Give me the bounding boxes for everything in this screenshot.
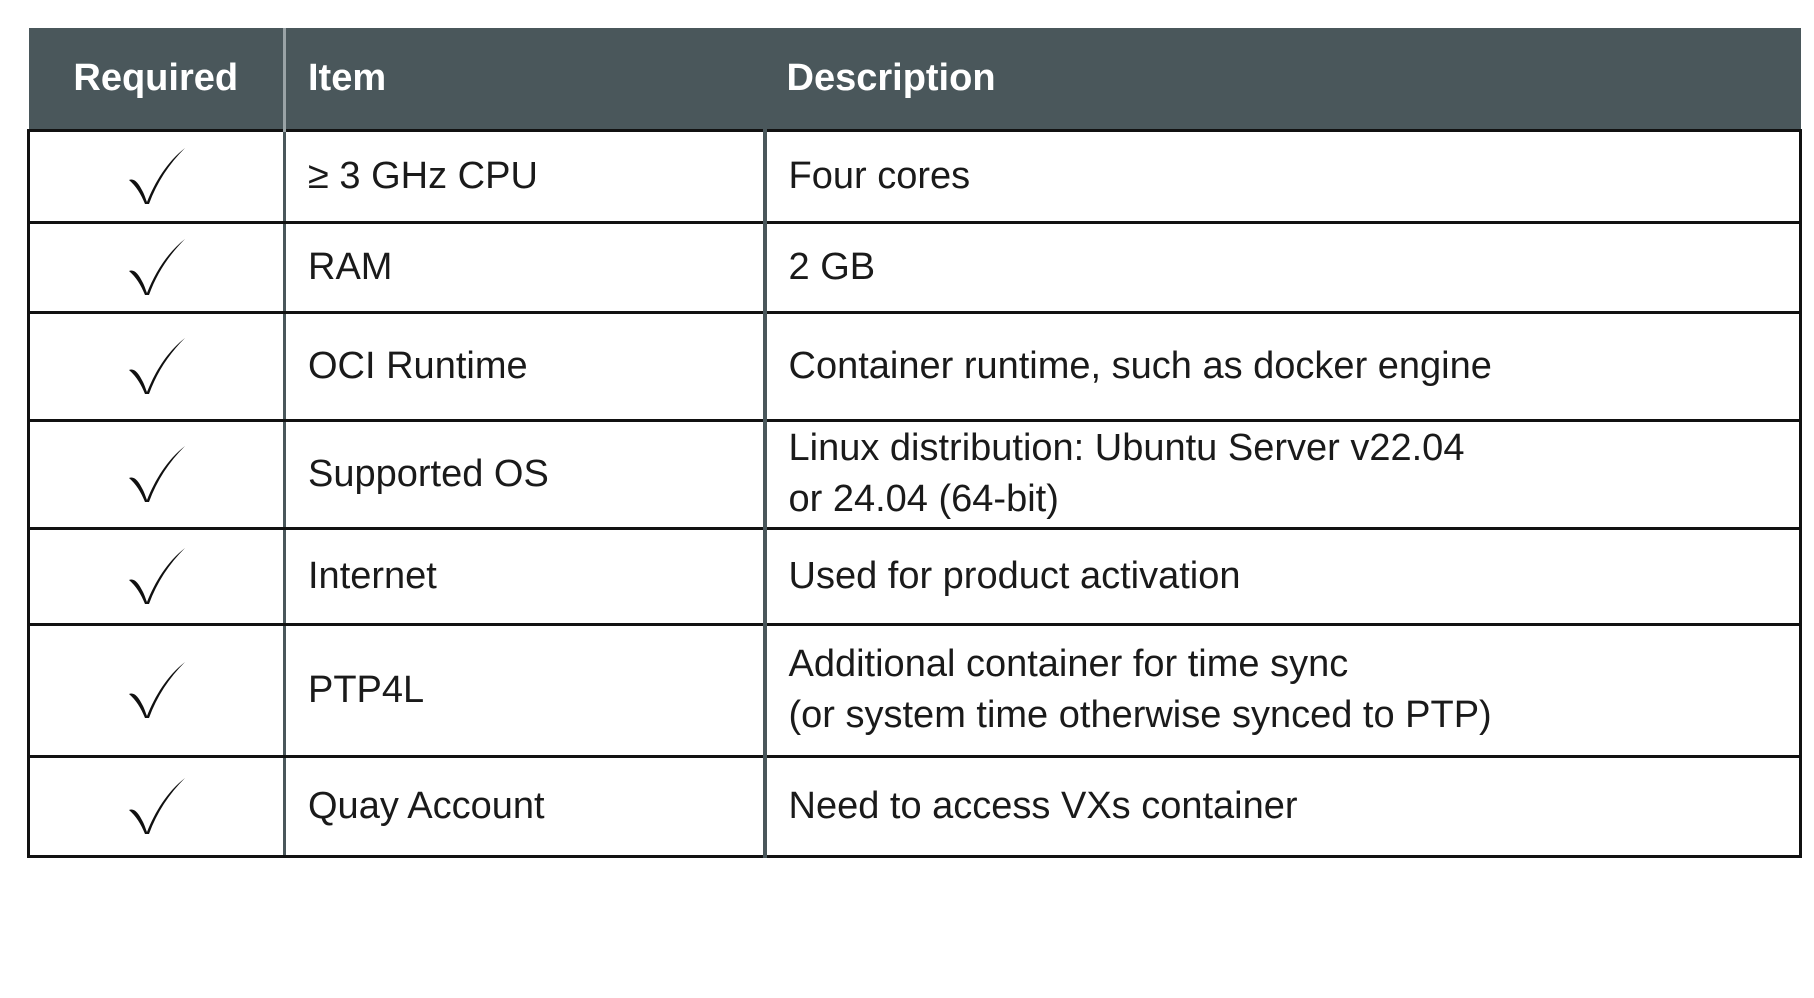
checkmark-icon [125, 776, 189, 836]
required-cell [27, 220, 286, 314]
description-cell: 2 GB [763, 220, 1802, 314]
checkmark-icon [125, 336, 189, 396]
description-line: Additional container for time sync [788, 643, 1349, 685]
column-header-description: Description [764, 28, 1801, 130]
table-row: RAM 2 GB [27, 220, 1802, 314]
required-cell [27, 754, 286, 858]
table-row: Supported OS Linux distribution: Ubuntu … [27, 418, 1802, 530]
checkmark-icon [125, 146, 189, 206]
description-cell: Used for product activation [763, 526, 1802, 626]
description-line: 2 GB [788, 245, 876, 288]
description-line: Linux distribution: Ubuntu Server v22.04 [788, 427, 1465, 469]
required-cell [27, 310, 286, 422]
table-row: OCI Runtime Container runtime, such as d… [27, 310, 1802, 422]
table-row: ≥ 3 GHz CPU Four cores [27, 128, 1802, 224]
column-header-item: Item [283, 28, 765, 130]
item-cell: ≥ 3 GHz CPU [283, 128, 767, 224]
item-cell: RAM [283, 220, 767, 314]
required-cell [27, 418, 286, 530]
item-cell: OCI Runtime [283, 310, 767, 422]
description-cell: Container runtime, such as docker engine [763, 310, 1802, 422]
checkmark-icon [125, 444, 189, 504]
description-line: or 24.04 (64-bit) [788, 478, 1059, 520]
required-cell [27, 128, 286, 224]
description-line: Four cores [788, 154, 971, 197]
checkmark-icon [125, 660, 189, 720]
table-row: Internet Used for product activation [27, 526, 1802, 626]
table-row: PTP4L Additional container for time sync… [27, 622, 1802, 758]
description-cell: Need to access VXs container [763, 754, 1802, 858]
table-row: Quay Account Need to access VXs containe… [27, 754, 1802, 858]
column-header-required: Required [28, 28, 285, 130]
item-cell: Supported OS [283, 418, 767, 530]
checkmark-icon [125, 546, 189, 606]
description-cell: Additional container for time sync (or s… [763, 622, 1802, 758]
required-cell [27, 526, 286, 626]
table-header: Required Item Description [28, 28, 1801, 130]
description-cell: Linux distribution: Ubuntu Server v22.04… [763, 418, 1802, 530]
item-cell: Quay Account [283, 754, 767, 858]
required-cell [27, 622, 286, 758]
item-cell: Internet [283, 526, 767, 626]
description-line: Container runtime, such as docker engine [788, 344, 1492, 387]
description-line: Used for product activation [788, 554, 1241, 597]
item-cell: PTP4L [283, 622, 767, 758]
requirements-table: Required Item Description ≥ 3 GHz CPU Fo… [27, 28, 1802, 858]
description-line: Need to access VXs container [788, 784, 1298, 827]
description-line: (or system time otherwise synced to PTP) [788, 694, 1492, 736]
description-cell: Four cores [763, 128, 1802, 224]
header-row: Required Item Description [28, 28, 1801, 130]
checkmark-icon [125, 237, 189, 297]
